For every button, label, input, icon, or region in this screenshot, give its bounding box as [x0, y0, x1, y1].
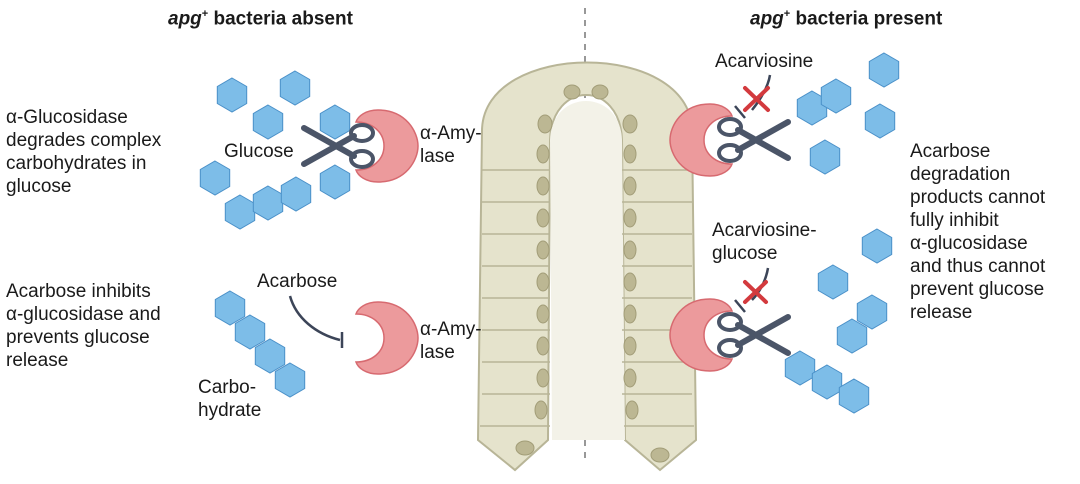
acarviosine-label: Acarviosine [715, 51, 814, 72]
glucose-icon [836, 318, 868, 354]
gene-superscript: + [201, 8, 209, 20]
glucose-icon [216, 77, 248, 113]
glucose-icon [274, 362, 306, 398]
carbohydrate-label: Carbo- hydrate [198, 377, 262, 421]
glucose-icon [254, 338, 286, 374]
alpha-amylase-enzyme-icon [355, 109, 419, 183]
right-panel-title: apg+ bacteria present [750, 8, 942, 30]
gene-name: apg [750, 8, 784, 30]
glucose-icon [280, 176, 312, 212]
left-panel-title: apg+ bacteria absent [168, 8, 353, 30]
intestinal-villus [476, 61, 698, 472]
acarbose-label: Acarbose [257, 271, 338, 292]
glucose-label: Glucose [224, 141, 294, 162]
glucose-icon [811, 364, 843, 400]
glucose-icon [199, 160, 231, 196]
glucose-icon [809, 139, 841, 175]
glucose-icon [252, 104, 284, 140]
glucose-icon [868, 52, 900, 88]
acarviosine-glucose-label: Acarviosine- glucose [712, 220, 817, 264]
inhibition-bar-icon [734, 299, 746, 313]
glucose-icon [252, 185, 284, 221]
glucose-icon [279, 70, 311, 106]
alpha-amylase-label-bottom: α-Amy- lase [420, 319, 482, 363]
alpha-amylase-label-top: α-Amy- lase [420, 123, 482, 167]
glucose-icon [856, 294, 888, 330]
inhibition-bar-icon [734, 105, 746, 119]
glucose-icon [817, 264, 849, 300]
glucose-icon [224, 194, 256, 230]
gene-superscript: + [783, 8, 791, 20]
glucose-icon [234, 314, 266, 350]
left-top-description: α-Glucosidase degrades complex carbohydr… [6, 107, 162, 197]
glucose-icon [319, 104, 351, 140]
glucose-icon [319, 164, 351, 200]
blocked-x-icon [743, 86, 770, 112]
blocked-x-icon [743, 280, 768, 304]
right-description: Acarbose degradation products cannot ful… [910, 141, 1046, 323]
alpha-glucosidase-scissors-icon [719, 119, 788, 161]
alpha-glucosidase-scissors-icon [719, 314, 788, 356]
alpha-amylase-enzyme-icon [355, 301, 419, 375]
glucose-icon [214, 290, 246, 326]
glucose-icon [784, 350, 816, 386]
title-text: bacteria present [790, 8, 943, 30]
glucose-icon [864, 103, 896, 139]
gene-name: apg [168, 8, 202, 30]
glucose-icon [861, 228, 893, 264]
acarbose-inhibition-arrow [288, 295, 341, 342]
left-bottom-description: Acarbose inhibits α-glucosidase and prev… [6, 281, 161, 371]
title-text: bacteria absent [208, 8, 353, 30]
glucose-icon [838, 378, 870, 414]
